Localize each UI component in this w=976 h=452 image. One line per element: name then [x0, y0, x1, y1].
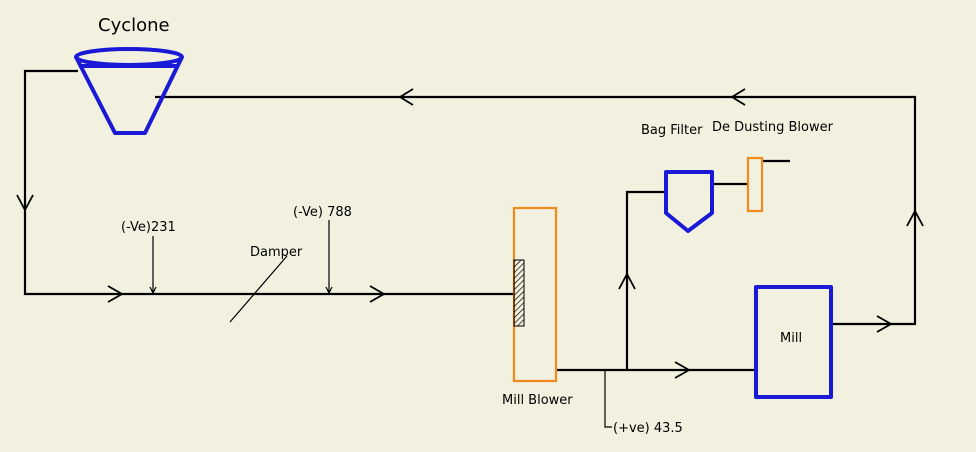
arrow-down-left — [16, 194, 34, 212]
pressure-tap-43-5 — [604, 370, 612, 428]
arrow-right-bottom-1 — [107, 285, 124, 303]
mill — [754, 285, 833, 399]
mill-blower-label: Mill Blower — [502, 393, 573, 408]
arrow-right-mill-outlet — [876, 315, 893, 333]
cyclone-outlet-duct — [23, 69, 513, 296]
cyclone-label: Cyclone — [98, 15, 170, 36]
damper-blade — [229, 255, 288, 323]
bag-filter-label: Bag Filter — [641, 123, 703, 138]
arrow-right-to-mill — [674, 361, 691, 379]
mill-blower-inlet-hatch — [513, 259, 525, 327]
pressure-tap-231-head — [149, 286, 157, 295]
arrow-right-bottom-2 — [369, 285, 386, 303]
damper-label: Damper — [250, 245, 303, 260]
pressure-neg-788-label: (-Ve) 788 — [293, 205, 352, 220]
bag-filter — [664, 170, 714, 233]
arrow-up-branch — [618, 272, 636, 290]
arrow-up-right — [906, 209, 924, 227]
arrow-left-top-2 — [730, 88, 746, 106]
arrow-left-top-1 — [398, 88, 414, 106]
pressure-pos-43-5-label: (+ve) 43.5 — [613, 421, 683, 436]
bag-filter-branch-duct — [625, 190, 666, 370]
mill-label: Mill — [780, 331, 802, 346]
de-dusting-blower — [746, 156, 764, 213]
pressure-neg-231-label: (-Ve)231 — [121, 220, 176, 235]
cyclone — [74, 47, 184, 135]
de-dusting-blower-label: De Dusting Blower — [712, 120, 834, 135]
pressure-tap-788-head — [325, 286, 333, 295]
